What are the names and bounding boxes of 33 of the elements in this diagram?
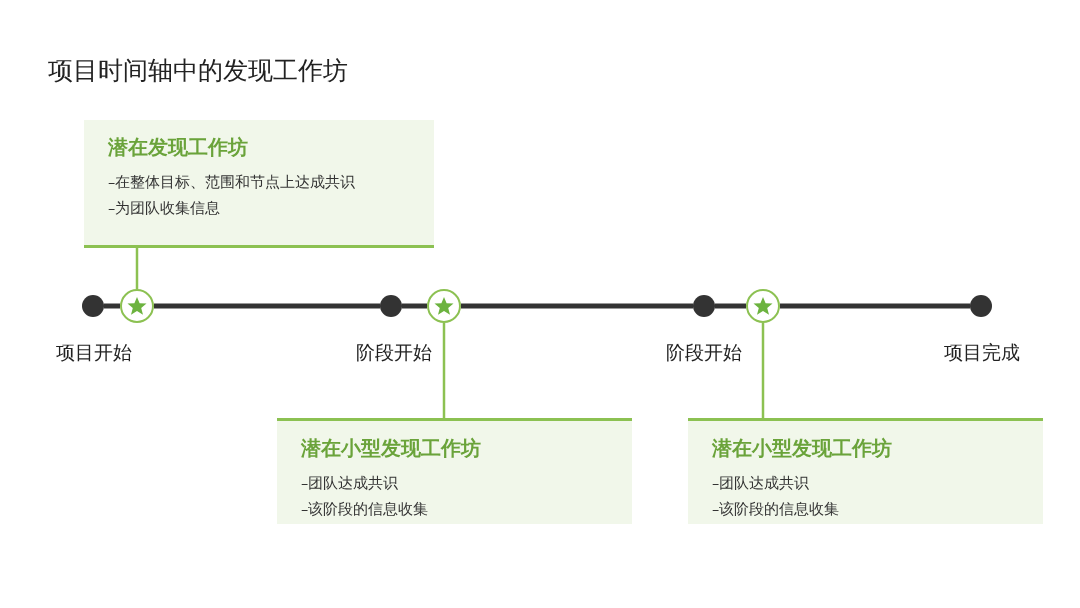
milestone-circle (120, 289, 154, 323)
timeline-dot (82, 295, 104, 317)
milestone-label: 阶段开始 (355, 340, 433, 365)
timeline-dot (380, 295, 402, 317)
leader-line (761, 323, 765, 418)
card-bullet: –在整体目标、范围和节点上达成共识 (108, 173, 357, 192)
workshop-card (277, 418, 632, 524)
card-bullet: –为团队收集信息 (108, 199, 222, 218)
milestone-circle (427, 289, 461, 323)
card-bullet: –该阶段的信息收集 (301, 500, 430, 519)
leader-line (135, 248, 139, 289)
card-bullet: –团队达成共识 (712, 474, 811, 493)
milestone-label: 阶段开始 (665, 340, 743, 365)
card-bullet: –该阶段的信息收集 (712, 500, 841, 519)
timeline-segment (402, 303, 427, 309)
card-heading: 潜在发现工作坊 (108, 134, 249, 161)
timeline-segment (715, 303, 746, 309)
timeline-segment (154, 303, 380, 309)
timeline-segment (461, 303, 693, 309)
timeline-dot (693, 295, 715, 317)
card-heading: 潜在小型发现工作坊 (301, 435, 482, 462)
workshop-card (84, 120, 434, 248)
timeline-segment (780, 303, 970, 309)
title: 项目时间轴中的发现工作坊 (48, 55, 348, 87)
milestone-label: 项目完成 (943, 340, 1021, 365)
milestone-label: 项目开始 (55, 340, 133, 365)
milestone-circle (746, 289, 780, 323)
timeline-segment (104, 303, 120, 309)
timeline-dot (970, 295, 992, 317)
card-heading: 潜在小型发现工作坊 (712, 435, 893, 462)
card-bullet: –团队达成共识 (301, 474, 400, 493)
leader-line (442, 323, 446, 418)
workshop-card (688, 418, 1043, 524)
